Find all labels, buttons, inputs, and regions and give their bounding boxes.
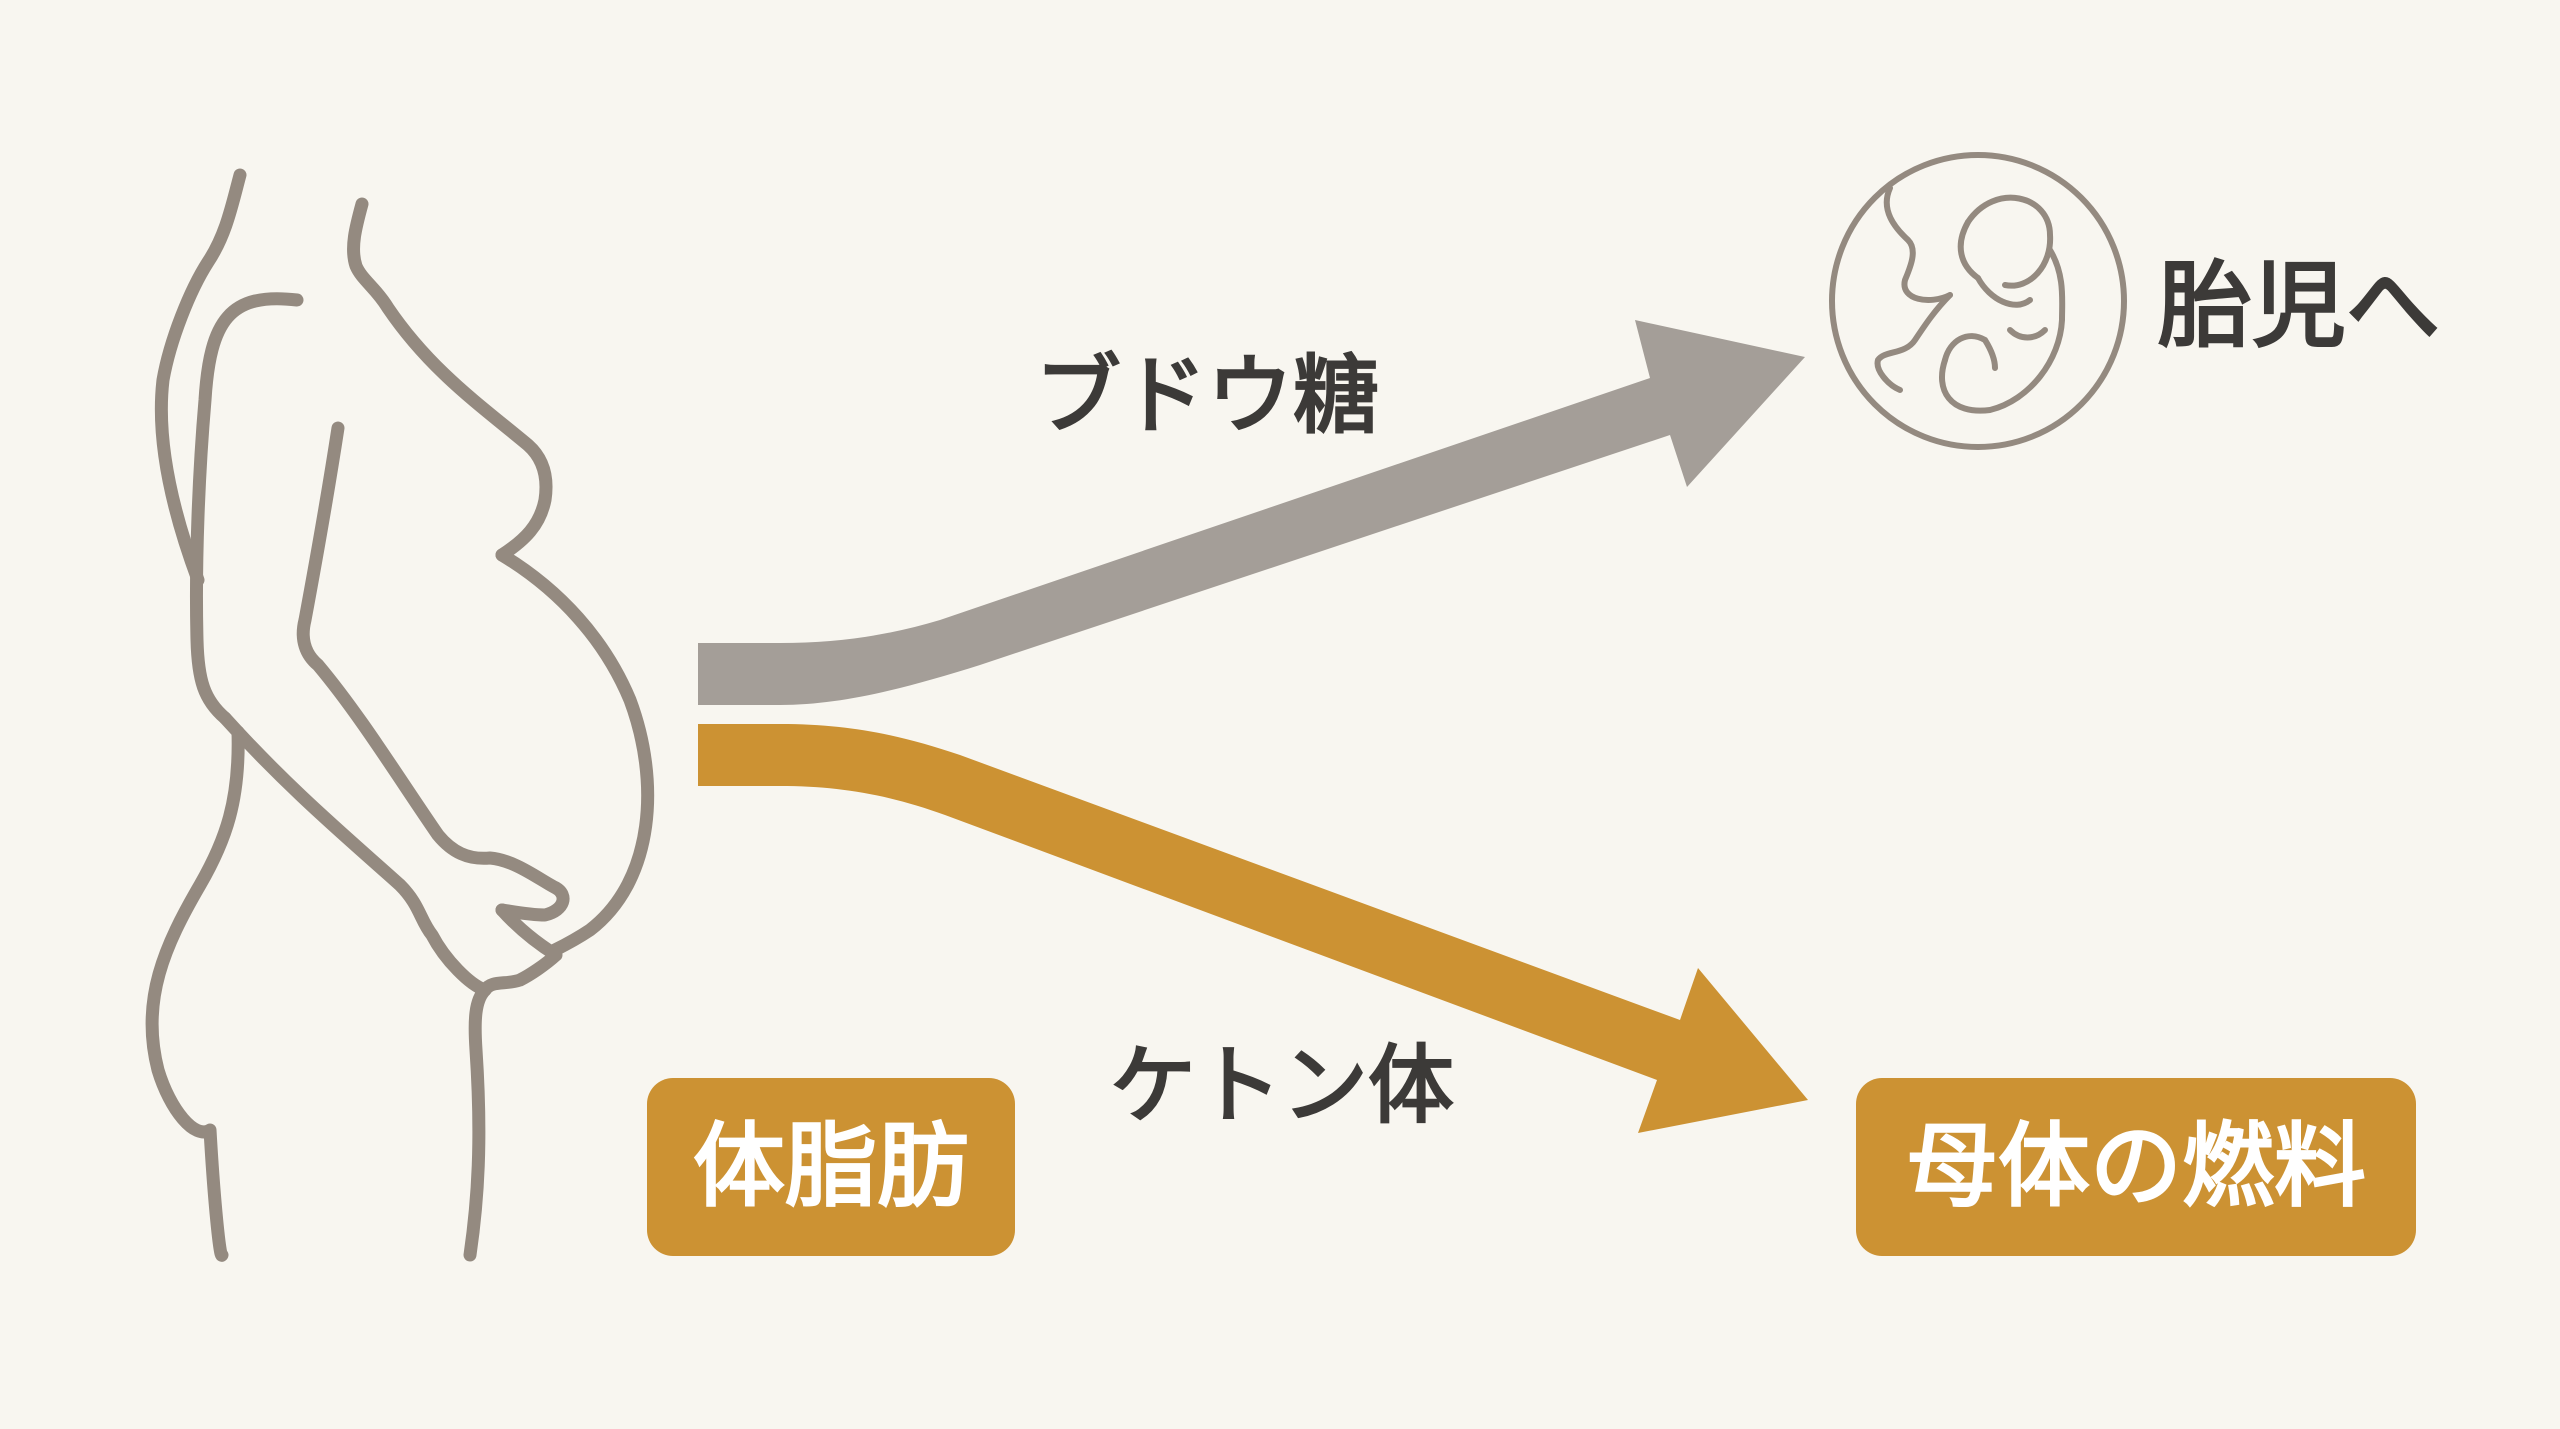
ketone-label: ケトン体: [1110, 1036, 1454, 1136]
maternal-fuel-label: 母体の燃料: [1905, 1113, 2366, 1220]
glucose-arrow: [698, 320, 1805, 705]
maternal-fuel-badge: 母体の燃料: [1856, 1078, 2416, 1256]
body-fat-badge: 体脂肪: [647, 1078, 1015, 1256]
to-fetus-label: 胎児へ: [2158, 252, 2440, 361]
body-fat-label: 体脂肪: [692, 1113, 969, 1220]
ketone-arrow: [698, 724, 1808, 1133]
glucose-label: ブドウ糖: [1035, 346, 1379, 446]
pregnant-woman-icon: [145, 168, 655, 1262]
fetus-icon: [1829, 152, 2127, 450]
